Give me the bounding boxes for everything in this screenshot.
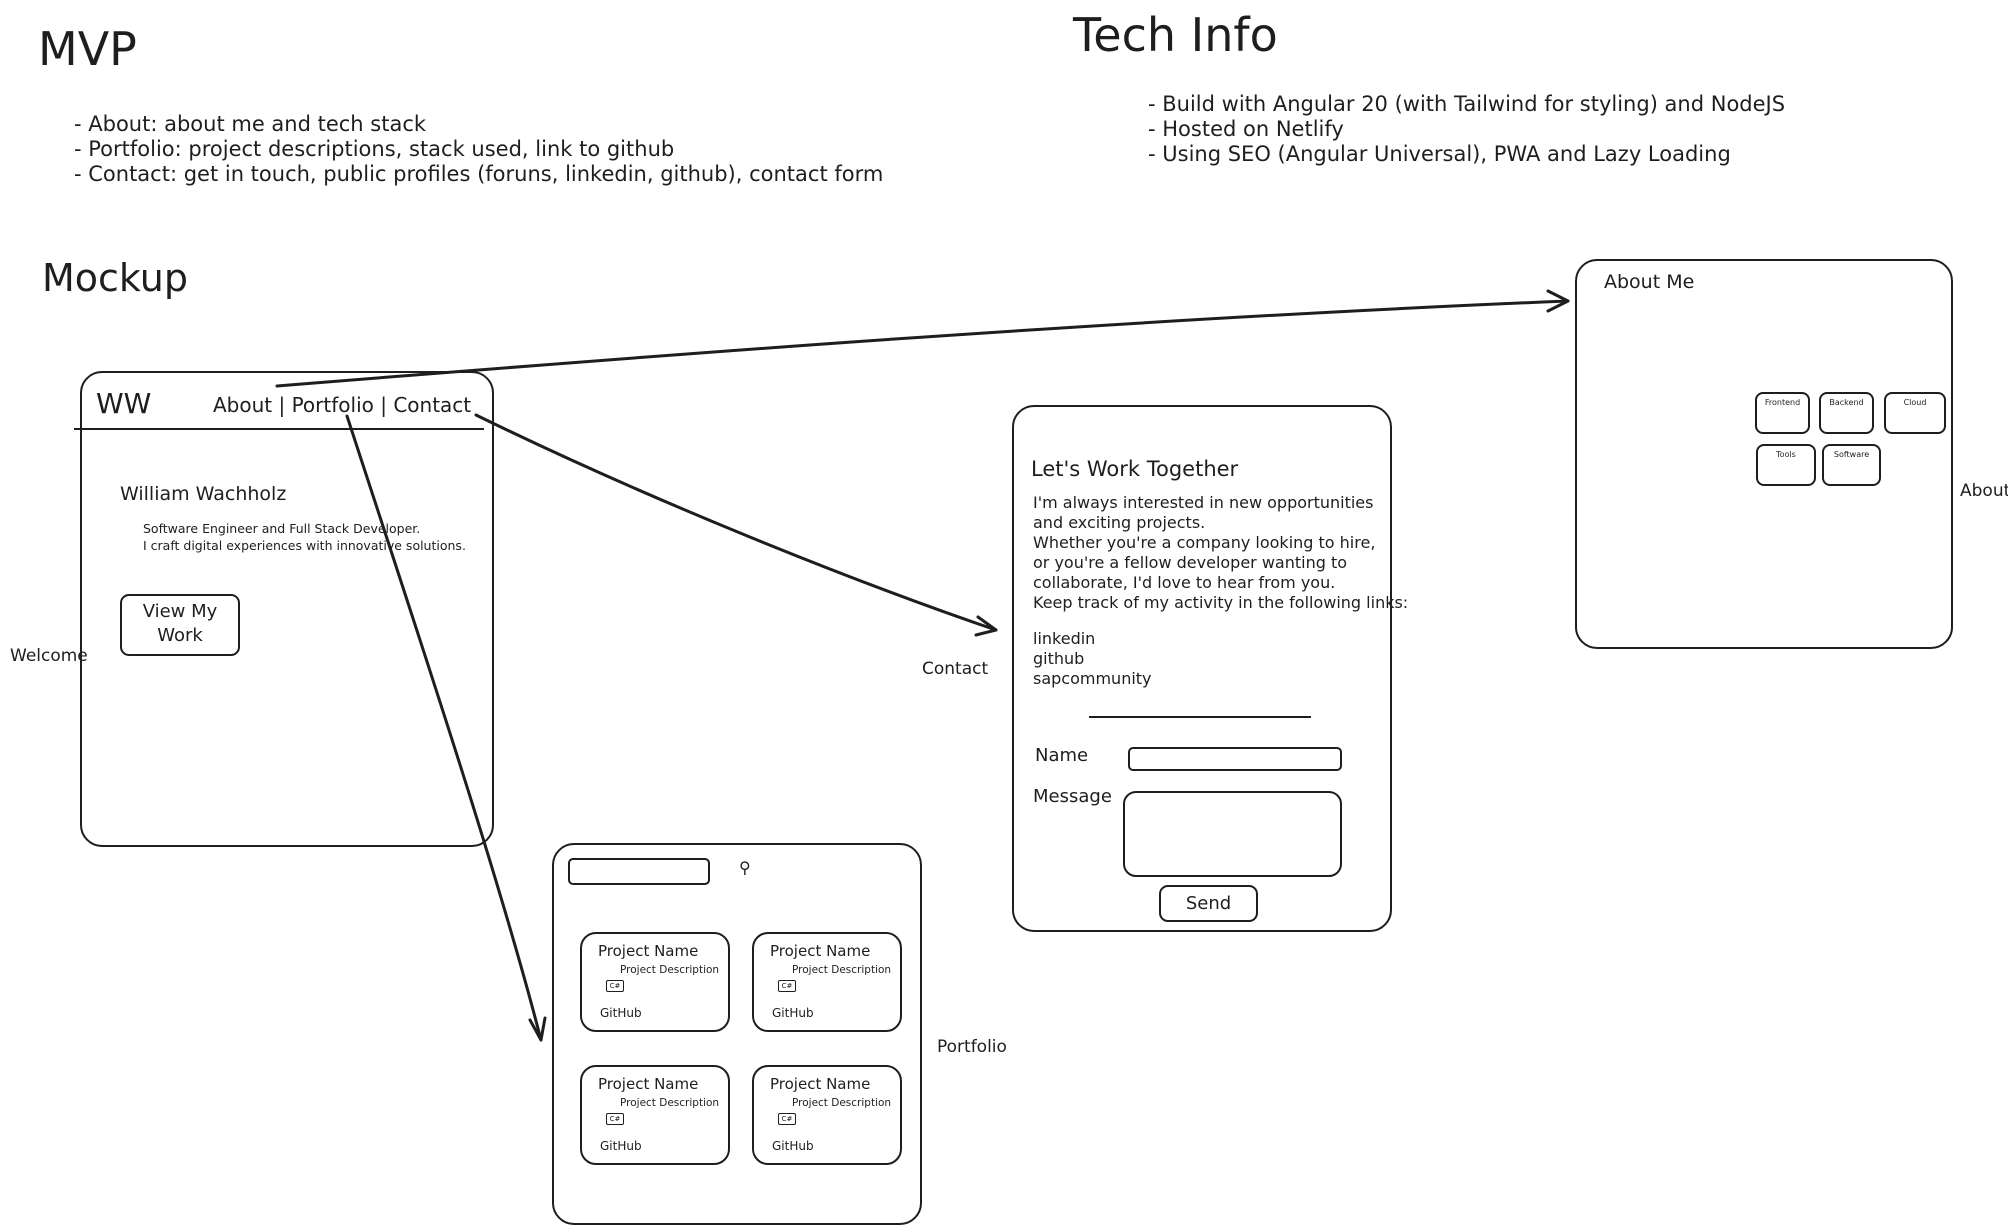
mockup-title: Mockup (42, 256, 188, 300)
tech-item: - Build with Angular 20 (with Tailwind f… (1148, 92, 1786, 116)
project-description: Project Description (620, 1097, 720, 1109)
message-textarea[interactable] (1123, 791, 1342, 877)
mvp-title: MVP (38, 22, 137, 76)
project-name: Project Name (598, 942, 699, 960)
portfolio-frame: ⚲ Project Name Project Description C# Gi… (552, 843, 922, 1225)
about-frame-label: About (1960, 481, 2008, 501)
project-description: Project Description (620, 964, 720, 976)
tech-tag-software: Software (1822, 444, 1881, 486)
contact-body-line: Keep track of my activity in the followi… (1033, 593, 1409, 612)
stack-badge: C# (606, 1113, 624, 1125)
mvp-item: - About: about me and tech stack (74, 112, 427, 136)
tech-info-list: - Build with Angular 20 (with Tailwind f… (1148, 92, 1785, 167)
site-nav[interactable]: About | Portfolio | Contact (213, 393, 472, 417)
contact-body-line: Whether you're a company looking to hire… (1033, 533, 1376, 552)
mvp-item: - Contact: get in touch, public profiles… (74, 162, 884, 186)
stack-badge: C# (606, 980, 624, 992)
contact-heading: Let's Work Together (1031, 457, 1239, 481)
form-divider (1089, 716, 1311, 718)
sapcommunity-link[interactable]: sapcommunity (1033, 669, 1152, 688)
contact-frame: Let's Work Together I'm always intereste… (1012, 405, 1408, 932)
tech-tag-cloud: Cloud (1884, 392, 1946, 434)
mvp-list: - About: about me and tech stack - Portf… (74, 112, 883, 187)
arrow-to-portfolio (345, 414, 543, 1042)
project-name: Project Name (598, 1075, 699, 1093)
name-label: Name (1035, 745, 1089, 766)
project-description: Project Description (792, 964, 892, 976)
tech-tag-label: Frontend (1764, 398, 1801, 407)
linkedin-link[interactable]: linkedin (1033, 629, 1096, 648)
send-button[interactable]: Send (1159, 885, 1258, 922)
tech-tag-label: Software (1833, 450, 1870, 459)
arrow-to-about (275, 299, 1570, 388)
project-card[interactable]: Project Name Project Description C# GitH… (752, 1065, 902, 1165)
github-link[interactable]: GitHub (772, 1139, 814, 1153)
welcome-frame-label: Welcome (10, 646, 88, 666)
project-name: Project Name (770, 942, 871, 960)
hero-tagline-line-1: Software Engineer and Full Stack Develop… (143, 521, 421, 536)
view-my-work-line-1: View My (142, 601, 218, 622)
hero-name: William Wachholz (120, 483, 287, 505)
project-name: Project Name (770, 1075, 871, 1093)
tech-tag-label: Tools (1776, 450, 1796, 459)
welcome-frame: WW About | Portfolio | Contact William W… (74, 371, 494, 847)
magnifier-icon[interactable]: ⚲ (739, 858, 751, 877)
stack-badge: C# (778, 980, 796, 992)
tech-tag-label: Backend (1829, 398, 1864, 407)
contact-body: I'm always interested in new opportuniti… (1033, 493, 1408, 613)
hero-tagline-line-2: I craft digital experiences with innovat… (143, 538, 466, 553)
project-description: Project Description (792, 1097, 892, 1109)
tech-item: - Using SEO (Angular Universal), PWA and… (1148, 142, 1731, 166)
mvp-item: - Portfolio: project descriptions, stack… (74, 137, 675, 161)
arrow-to-contact-head (974, 615, 998, 637)
github-link[interactable]: GitHub (600, 1006, 642, 1020)
name-input[interactable] (1128, 747, 1342, 771)
contact-frame-label: Contact (922, 659, 989, 679)
project-search-input[interactable] (568, 858, 710, 885)
send-button-label: Send (1185, 893, 1232, 914)
about-heading: About Me (1604, 271, 1695, 293)
profile-links: linkedin github sapcommunity (1033, 629, 1152, 689)
portfolio-frame-label: Portfolio (937, 1037, 1007, 1057)
tech-tag-frontend: Frontend (1755, 392, 1810, 434)
arrow-to-about-head (1546, 289, 1570, 313)
arrow-to-contact (474, 413, 998, 632)
project-card[interactable]: Project Name Project Description C# GitH… (752, 932, 902, 1032)
about-frame: About Me Frontend Backend Cloud Tools So… (1575, 259, 1953, 649)
project-card[interactable]: Project Name Project Description C# GitH… (580, 932, 730, 1032)
arrow-to-portfolio-head (528, 1016, 547, 1042)
tech-tag-tools: Tools (1756, 444, 1816, 486)
message-label: Message (1033, 786, 1112, 807)
tech-info-title: Tech Info (1073, 8, 1278, 62)
project-card[interactable]: Project Name Project Description C# GitH… (580, 1065, 730, 1165)
contact-body-line: and exciting projects. (1033, 513, 1206, 532)
tech-item: - Hosted on Netlify (1148, 117, 1344, 141)
contact-body-line: collaborate, I'd love to hear from you. (1033, 573, 1336, 592)
github-link[interactable]: github (1033, 649, 1085, 668)
header-divider (74, 428, 484, 430)
github-link[interactable]: GitHub (600, 1139, 642, 1153)
site-logo: WW (96, 387, 152, 420)
stack-badge: C# (778, 1113, 796, 1125)
contact-body-line: I'm always interested in new opportuniti… (1033, 493, 1374, 512)
contact-body-line: or you're a fellow developer wanting to (1033, 553, 1348, 572)
github-link[interactable]: GitHub (772, 1006, 814, 1020)
view-my-work-line-2: Work (157, 625, 203, 646)
tech-tag-label: Cloud (1903, 398, 1927, 407)
view-my-work-button[interactable]: View My Work (120, 594, 240, 656)
tech-tag-backend: Backend (1819, 392, 1874, 434)
